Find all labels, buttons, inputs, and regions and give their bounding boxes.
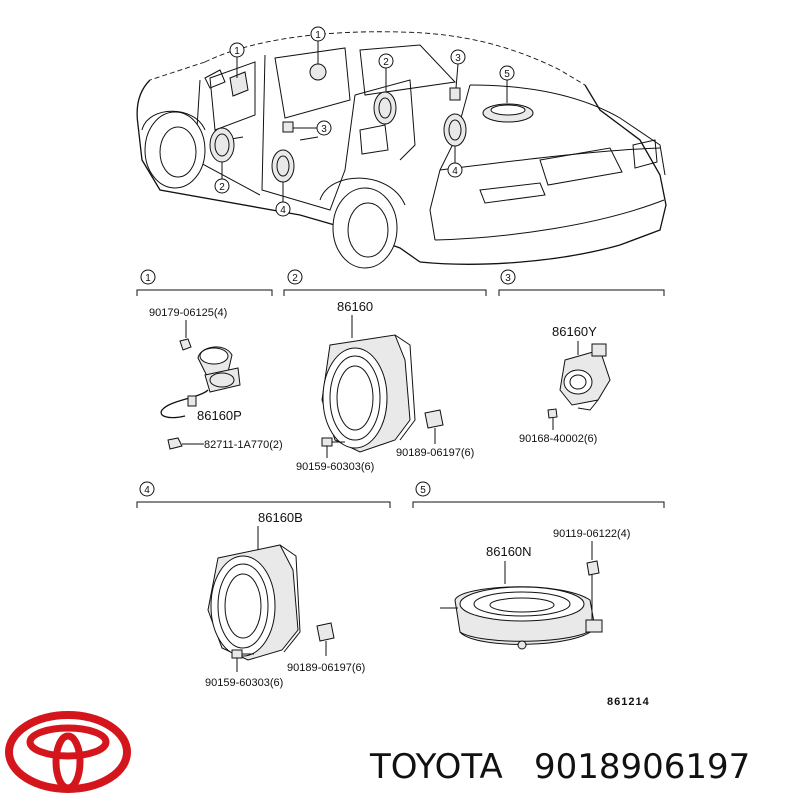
callout-3b: 3 [321, 124, 327, 135]
callout-5: 5 [504, 69, 510, 80]
toyota-logo-icon [5, 711, 131, 793]
section-5-shelf-speaker: 90119-06122(4) 86160N [440, 528, 630, 650]
section-2-door-speaker: 86160 90189-06197(6) 90159-60303(6) [296, 299, 474, 473]
callout-2a: 2 [383, 57, 389, 68]
section-1-tweeter: 90179-06125(4) 86160P 82711-1A770(2) [149, 307, 283, 451]
part-label-86160N: 86160N [486, 544, 532, 559]
callout-4a: 4 [280, 205, 286, 216]
section-5-number: 5 [420, 485, 426, 496]
callout-2b: 2 [219, 182, 225, 193]
callout-4b: 4 [452, 166, 458, 177]
car-illustration [136, 31, 667, 269]
part-label-86160: 86160 [337, 299, 373, 314]
diagram-code: 861214 [607, 696, 650, 708]
brand-name: TOYOTA [369, 747, 503, 787]
callout-1b: 1 [315, 30, 321, 41]
part-label-90179-06125: 90179-06125(4) [149, 307, 227, 319]
section-4-door-speaker: 86160B 90189-06197(6) 90159-60303(6) [205, 510, 365, 689]
part-label-90168-40002: 90168-40002(6) [519, 433, 597, 445]
section-headers: 1 2 3 4 5 [136, 269, 665, 508]
part-label-90119-06122: 90119-06122(4) [553, 528, 630, 540]
part-number: 9018906197 [534, 747, 750, 787]
section-2-number: 2 [292, 273, 298, 284]
section-3-number: 3 [505, 273, 511, 284]
part-label-90159-60303-s2: 90159-60303(6) [296, 461, 374, 473]
part-label-82711-1A770: 82711-1A770(2) [204, 439, 283, 451]
car-callouts: 1 1 2 3 5 3 2 4 4 [214, 26, 515, 217]
section-4-number: 4 [144, 485, 150, 496]
part-label-86160P: 86160P [197, 408, 242, 423]
callout-3a: 3 [455, 53, 461, 64]
section-1-number: 1 [145, 273, 151, 284]
part-label-90159-60303-s4: 90159-60303(6) [205, 677, 283, 689]
callout-1a: 1 [234, 46, 240, 57]
part-label-90189-06197-s2: 90189-06197(6) [396, 447, 474, 459]
part-label-86160Y: 86160Y [552, 324, 597, 339]
part-label-90189-06197-s4: 90189-06197(6) [287, 662, 365, 674]
part-label-86160B: 86160B [258, 510, 303, 525]
section-3-unit: 86160Y 90168-40002(6) [519, 324, 611, 445]
